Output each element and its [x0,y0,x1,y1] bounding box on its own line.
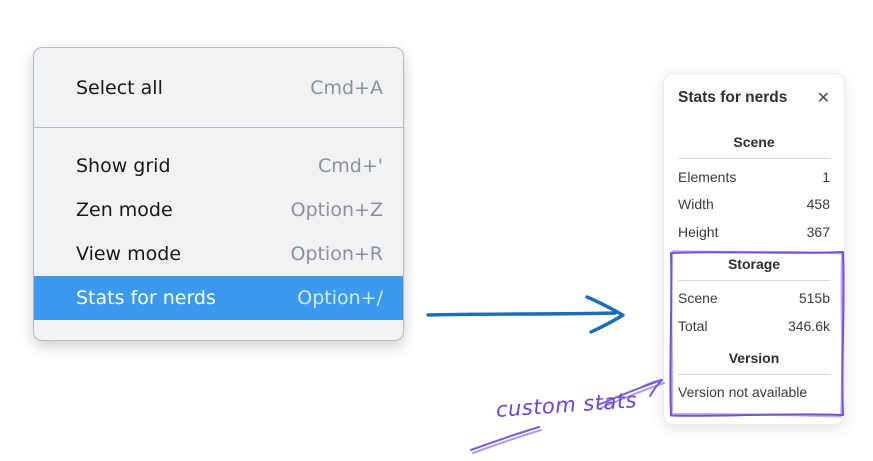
stat-value: 515b [798,290,830,307]
menu-divider [34,127,403,128]
custom-stats-label: custom stats [495,388,638,422]
stat-value: 1 [822,168,830,185]
menu-item-stats-for-nerds[interactable]: Stats for nerds Option+/ [34,276,403,320]
menu-item-label: Show grid [76,155,171,177]
close-icon: ✕ [816,88,830,107]
context-menu: Select all Cmd+A Show grid Cmd+' Zen mod… [33,47,404,341]
section-divider [678,279,830,281]
scene-section-header: Scene [733,134,775,150]
version-note: Version not available [678,384,808,401]
menu-item-shortcut: Option+/ [297,287,383,309]
menu-item-shortcut: Option+R [290,243,383,265]
section-divider [678,373,830,375]
close-button[interactable]: ✕ [817,90,830,106]
stat-row-storage-scene: Scene 515b [678,285,830,313]
stat-value: 346.6k [787,317,830,334]
menu-item-label: View mode [76,243,182,265]
menu-item-shortcut: Option+Z [290,199,383,221]
blue-arrow [426,295,625,334]
stat-row-elements: Elements 1 [678,163,830,191]
stat-label: Height [678,223,719,240]
menu-item-select-all[interactable]: Select all Cmd+A [34,66,403,110]
menu-item-label: Zen mode [76,199,173,221]
storage-section-header: Storage [727,255,781,272]
menu-item-shortcut: Cmd+A [310,76,383,99]
stat-row-storage-total: Total 346.6k [678,312,830,340]
section-divider [678,158,830,159]
menu-item-shortcut: Cmd+' [318,155,383,177]
stat-value: 367 [806,223,830,240]
version-section-header: Version [728,349,780,366]
stat-row-height: Height 367 [678,218,830,246]
menu-item-zen-mode[interactable]: Zen mode Option+Z [34,188,403,232]
stat-label: Scene [678,290,718,307]
menu-item-show-grid[interactable]: Show grid Cmd+' [34,144,403,188]
stat-row-width: Width 458 [678,191,830,219]
menu-item-view-mode[interactable]: View mode Option+R [34,232,403,276]
menu-item-label: Select all [76,76,163,99]
stat-label: Width [678,196,714,213]
stats-panel: Stats for nerds ✕ Scene Elements 1 Width… [663,73,845,425]
stat-value: 458 [806,196,830,213]
stat-label: Elements [678,168,737,185]
menu-item-label: Stats for nerds [76,287,216,309]
stats-panel-title: Stats for nerds [678,89,788,106]
stat-label: Total [678,317,708,334]
